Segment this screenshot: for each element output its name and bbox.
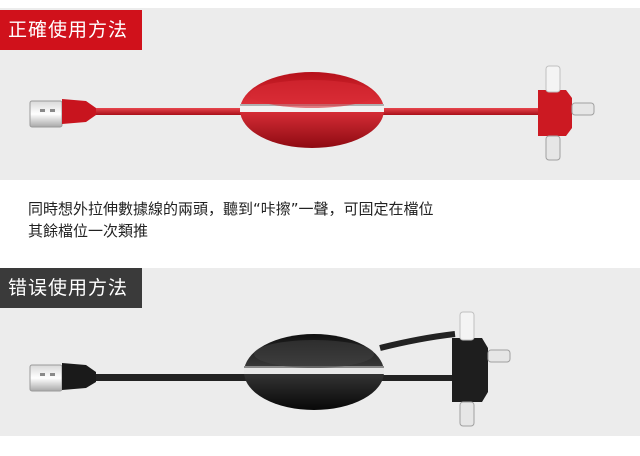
three-in-one-connector	[538, 90, 572, 136]
instruction-text: 同時想外拉伸數據線的兩頭，聽到“咔擦”一聲，可固定在檔位 其餘檔位一次類推	[28, 198, 608, 242]
cable-left	[92, 374, 252, 381]
usb-housing	[62, 99, 96, 124]
cable-right-upper	[379, 331, 456, 351]
micro-usb-tip	[487, 349, 511, 363]
usb-a-plug	[29, 100, 63, 128]
correct-usage-label: 正確使用方法	[0, 10, 143, 50]
micro-usb-tip	[571, 102, 595, 116]
type-c-tip	[545, 135, 561, 161]
lightning-tip	[459, 311, 475, 341]
lightning-tip	[545, 65, 561, 93]
correct-usage-image	[0, 8, 640, 180]
black-retractable-cable-illustration	[29, 311, 511, 427]
three-in-one-connector	[452, 338, 488, 402]
instruction-line-2: 其餘檔位一次類推	[28, 222, 149, 240]
usb-a-plug	[29, 364, 63, 392]
instruction-line-1: 同時想外拉伸數據線的兩頭，聽到“咔擦”一聲，可固定在檔位	[28, 200, 434, 218]
wrong-usage-label: 错误使用方法	[0, 268, 143, 308]
usb-housing	[62, 363, 96, 390]
type-c-tip	[459, 401, 475, 427]
red-retractable-cable-illustration	[29, 65, 595, 161]
